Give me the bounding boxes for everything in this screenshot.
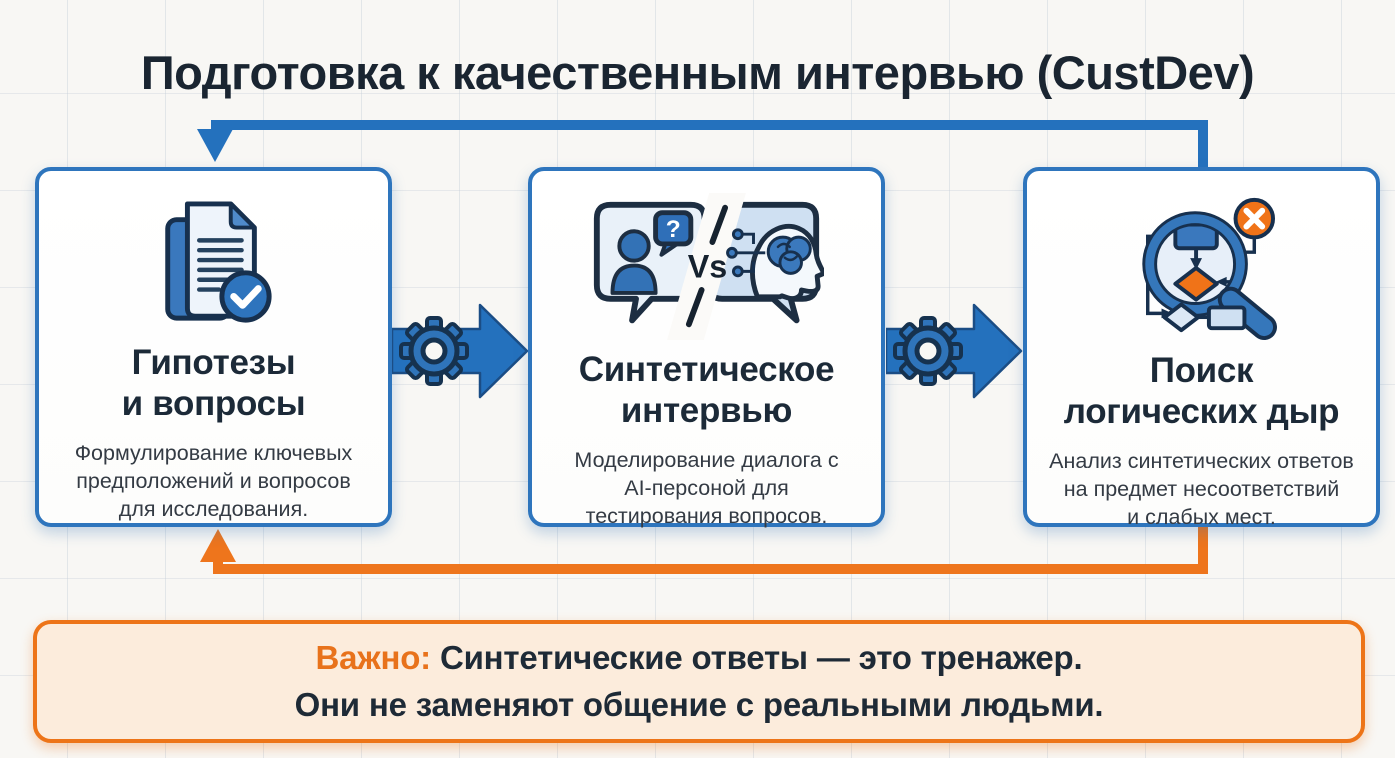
card-description: Формулирование ключевых предположений и …	[74, 441, 353, 522]
note-line-2: Они не заменяют общение с реальными людь…	[294, 685, 1104, 723]
top-loop-vertical-line	[1198, 120, 1208, 168]
vs-label: Vs	[688, 248, 728, 284]
document-check-icon	[164, 201, 272, 323]
note-text-1: Синтетические ответы — это тренажер.	[439, 639, 1083, 677]
note-label: Важно:	[315, 639, 432, 677]
card-title: Гипотезы и вопросы	[121, 343, 306, 423]
bottom-loop-arrowhead-icon	[200, 529, 236, 562]
top-loop-arrowhead-icon	[197, 129, 233, 162]
note-line-1: Важно: Синтетические ответы — это тренаж…	[316, 635, 1083, 681]
bottom-loop-vertical-line	[1198, 527, 1208, 573]
card-icon-wrap	[1116, 193, 1288, 341]
top-loop-horizontal-line	[211, 120, 1208, 130]
bottom-loop-horizontal-line	[213, 564, 1208, 574]
process-arrow-gear-icon	[392, 303, 529, 399]
step-card-hypotheses: Гипотезы и вопросы Формулирование ключев…	[35, 167, 392, 527]
step-card-synthetic-interview: ? Vs Синтетическое интервью Моделировани…	[528, 167, 885, 528]
process-arrow-gear-icon	[886, 303, 1023, 399]
human-vs-ai-chat-icon: ? Vs	[593, 193, 824, 340]
magnifier-flowchart-icon	[1141, 197, 1277, 341]
card-title: Поиск логических дыр	[1063, 351, 1340, 431]
card-icon-wrap	[150, 193, 278, 333]
page-title: Подготовка к качественным интервью (Cust…	[140, 46, 1255, 100]
important-note: Важно: Синтетические ответы — это тренаж…	[33, 620, 1365, 743]
card-icon-wrap: ? Vs	[589, 193, 824, 340]
question-mark-label: ?	[666, 216, 681, 243]
card-description: Анализ синтетических ответов на предмет …	[1049, 449, 1354, 530]
card-description: Моделирование диалога с AI-персоной для …	[574, 448, 839, 529]
bottom-loop-stem	[213, 554, 223, 570]
card-title: Синтетическое интервью	[578, 350, 835, 430]
step-card-logic-holes: Поиск логических дыр Анализ синтетически…	[1023, 167, 1380, 529]
